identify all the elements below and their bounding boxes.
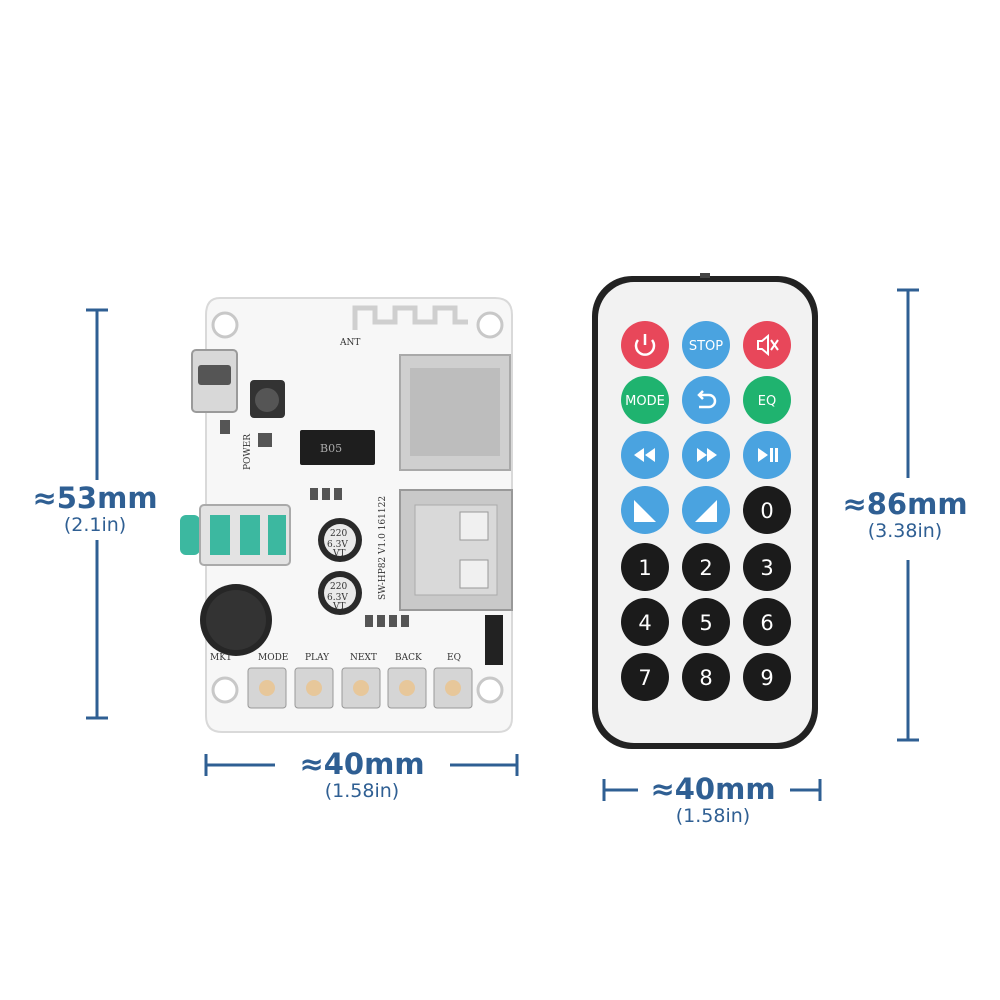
cap-text: 220 [330,582,347,592]
digit-1-button[interactable] [621,543,669,591]
ir-remote: STOP MODE EQ 0 [592,273,818,749]
digit-6-button[interactable] [743,598,791,646]
audio-jack [180,515,200,555]
digit-7-button[interactable] [621,653,669,701]
remote-width-label: ≈40mm (1.58in) [633,773,793,827]
digit-label: 3 [760,556,773,580]
ant-label: ANT [339,338,360,348]
chip-label: B05 [320,442,342,455]
digit-2-button[interactable] [682,543,730,591]
ir-receiver [485,615,503,665]
digit-3-button[interactable] [743,543,791,591]
cap-text: 6.3V [327,593,348,603]
eq-button[interactable] [743,376,791,424]
prev-icon [634,448,655,462]
board-height-label: ≈53mm (2.1in) [20,482,170,536]
board-width-label: ≈40mm (1.58in) [282,748,442,802]
remote-height-sub: (3.38in) [867,520,943,542]
play-pause-icon [758,448,778,462]
board-height-sub: (2.1in) [63,514,127,536]
back-label: BACK [395,653,422,663]
volume-down-button[interactable] [621,486,669,534]
play-label: PLAY [305,653,330,663]
mode-label: MODE [258,653,288,663]
next-icon [697,448,717,462]
dimension-lines [86,288,919,801]
board-width-main: ≈40mm [299,747,425,781]
mute-icon [757,333,779,357]
power-icon [634,334,656,356]
return-icon [697,390,717,409]
antenna-trace [352,305,468,330]
bluetooth-board: B05 220 6.3V VT 220 6.3V VT POWER MK1 M [180,297,513,733]
mode-label: MODE [625,394,665,409]
digit-label: 8 [699,666,712,690]
board-height-main: ≈53mm [32,481,158,515]
digit-label: 0 [760,499,773,523]
digit-label: 1 [638,556,651,580]
tactile-buttons [247,667,473,709]
remote-width-sub: (1.58in) [675,805,751,827]
mount-hole [476,676,504,704]
digit-label: 9 [760,666,773,690]
cap-text: 6.3V [327,540,348,550]
digit-0-button[interactable] [743,486,791,534]
eq-label: EQ [447,653,461,663]
stop-label: STOP [689,339,723,354]
power-label: POWER [243,434,253,470]
eq-label: EQ [758,394,776,409]
mount-hole [211,311,239,339]
volume-up-button[interactable] [682,486,730,534]
digit-label: 7 [638,666,651,690]
cap-text: VT [332,602,346,612]
cap-text: VT [332,549,346,559]
stop-button[interactable] [682,321,730,369]
remote-height-main: ≈86mm [842,487,968,521]
digit-label: 2 [699,556,712,580]
digit-label: 5 [699,611,712,635]
board-width-sub: (1.58in) [324,780,400,802]
mode-button[interactable] [621,376,669,424]
remote-width-main: ≈40mm [650,772,776,806]
mount-hole [476,311,504,339]
digit-8-button[interactable] [682,653,730,701]
digit-5-button[interactable] [682,598,730,646]
volume-up-icon [695,500,717,522]
cap-text: 220 [330,529,347,539]
digit-label: 4 [638,611,651,635]
return-button[interactable] [682,376,730,424]
mount-hole [211,676,239,704]
model-label: SW-HP82 V1.0 161122 [378,496,388,600]
volume-down-icon [634,500,656,522]
next-label: NEXT [350,653,377,663]
mic-label: MK1 [210,653,232,663]
remote-height-label: ≈86mm (3.38in) [830,488,980,542]
digit-4-button[interactable] [621,598,669,646]
main-chip [300,430,375,465]
digit-label: 6 [760,611,773,635]
digit-9-button[interactable] [743,653,791,701]
